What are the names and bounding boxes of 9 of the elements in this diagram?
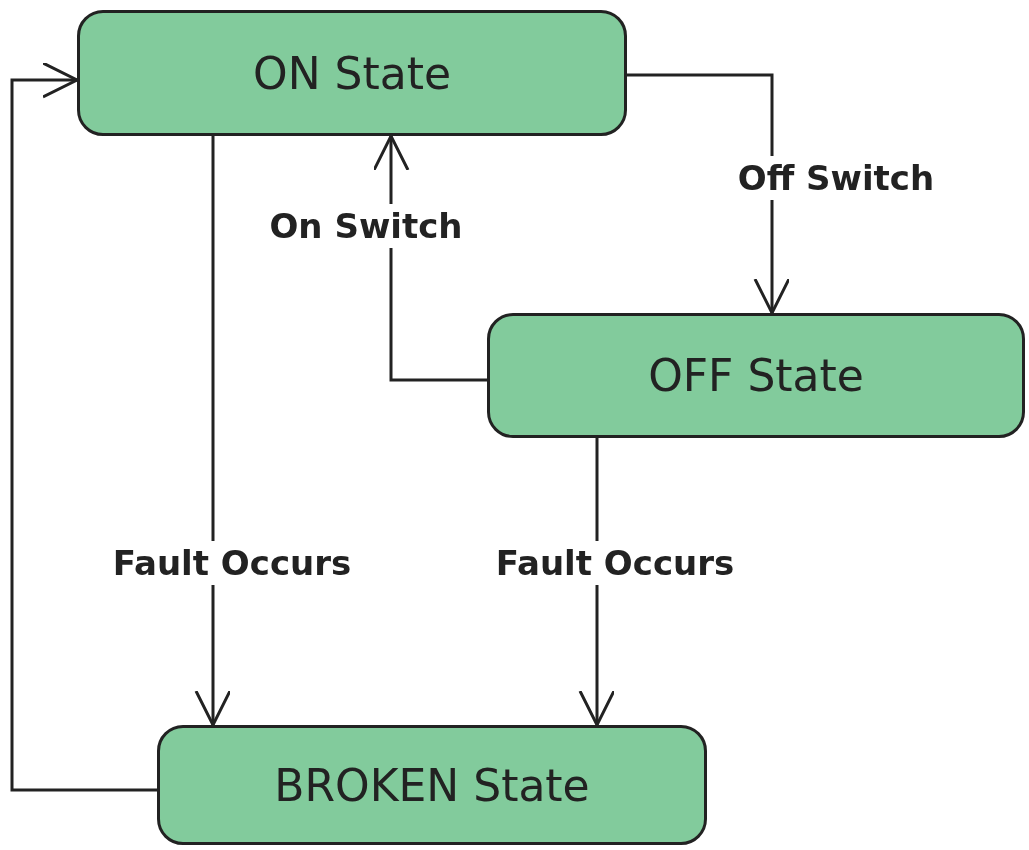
state-box — [157, 725, 707, 845]
state-box — [77, 10, 627, 136]
arrow — [194, 136, 232, 727]
state-box — [487, 313, 1025, 438]
arrow — [627, 73, 791, 315]
state-name: ON State — [253, 47, 451, 99]
state-name: BROKEN State — [274, 759, 590, 811]
state-name: OFF State — [648, 350, 864, 401]
arrow — [10, 61, 157, 792]
